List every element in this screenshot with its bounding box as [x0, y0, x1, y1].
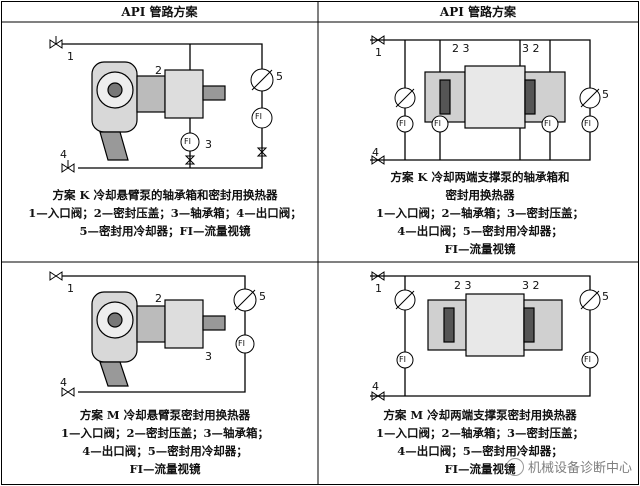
label-5: 5	[276, 70, 283, 83]
label-5: 5	[602, 88, 609, 101]
label-2-3: 2 3	[452, 42, 470, 55]
caption-line: FI—流量视镜	[444, 462, 516, 476]
caption-line: 方案 K 冷却悬臂泵的轴承箱和密封用换热器	[52, 188, 278, 202]
caption-line: 1—入口阀；2—密封压盖；3—轴承箱；4—出口阀；	[28, 206, 302, 220]
valve-1-a	[49, 36, 63, 49]
caption-line: 方案 M 冷却两端支撑泵密封用换热器	[383, 408, 577, 422]
caption-line: FI—流量视镜	[129, 462, 201, 476]
label-4: 4	[372, 380, 379, 393]
pump-between-b	[424, 65, 566, 129]
valves-c	[49, 271, 75, 397]
label-4: 4	[60, 376, 67, 389]
label-fi: FI	[238, 339, 245, 348]
caption-line: 4—出口阀；5—密封用冷却器；	[397, 224, 563, 238]
label-1: 1	[375, 282, 382, 295]
header-right-title: API 管路方案	[439, 5, 517, 19]
caption-line: 方案 K 冷却两端支撑泵的轴承箱和	[390, 170, 570, 184]
label-2-3: 2 3	[454, 279, 472, 292]
wechat-logo-icon	[505, 457, 524, 476]
label-fi: FI	[584, 355, 591, 364]
label-3: 3	[205, 138, 212, 151]
label-3-2: 3 2	[522, 42, 540, 55]
fi-a1	[251, 107, 273, 129]
coolers-c	[233, 288, 257, 354]
label-4: 4	[372, 146, 379, 159]
pump-cantilever-a	[91, 61, 226, 161]
caption-line: 1—入口阀；2—轴承箱；3—密封压盖；	[375, 426, 584, 440]
header-left-title: API 管路方案	[121, 5, 198, 19]
label-fi: FI	[255, 112, 262, 121]
coolers-d	[394, 289, 601, 369]
watermark-text: 机械设备诊断中心	[527, 461, 632, 476]
fi-a2	[180, 132, 200, 152]
valve-a-small	[184, 147, 268, 165]
caption-line: 方案 M 冷却悬臂泵密封用换热器	[79, 408, 251, 422]
label-fi: FI	[399, 355, 406, 364]
caption-line: 4—出口阀；5—密封用冷却器；	[397, 444, 563, 458]
panel-m-cantilever-piping	[62, 275, 246, 393]
label-fi: FI	[544, 119, 551, 128]
pump-cantilever-c	[91, 291, 226, 387]
watermark: 机械设备诊断中心	[505, 457, 632, 476]
label-fi: FI	[399, 119, 406, 128]
label-2: 2	[155, 292, 162, 305]
label-1: 1	[375, 46, 382, 59]
fis-b	[396, 115, 599, 133]
label-1: 1	[67, 282, 74, 295]
label-4: 4	[60, 148, 67, 161]
label-3-2: 3 2	[522, 279, 540, 292]
label-5: 5	[602, 290, 609, 303]
label-fi: FI	[584, 119, 591, 128]
caption-line: 5—密封用冷却器；FI—流量视镜	[79, 224, 251, 238]
label-5: 5	[259, 290, 266, 303]
label-1: 1	[67, 50, 74, 63]
label-2: 2	[155, 64, 162, 77]
valve-4-a	[61, 160, 75, 173]
coolers-b	[394, 87, 601, 109]
caption-line: 1—入口阀；2—轴承箱；3—密封压盖；	[375, 206, 584, 220]
cooler-5-a	[250, 68, 274, 92]
label-fi: FI	[184, 137, 191, 146]
pump-between-d	[427, 293, 563, 357]
caption-line: 4—出口阀；5—密封用冷却器；	[82, 444, 248, 458]
label-3: 3	[205, 350, 212, 363]
caption-line: 1—入口阀；2—密封压盖；3—轴承箱；	[60, 426, 269, 440]
label-fi: FI	[434, 119, 441, 128]
caption-line: 密封用换热器	[445, 188, 515, 202]
valves-d	[371, 271, 385, 401]
caption-line: FI—流量视镜	[444, 242, 516, 256]
valves-b	[371, 35, 385, 165]
